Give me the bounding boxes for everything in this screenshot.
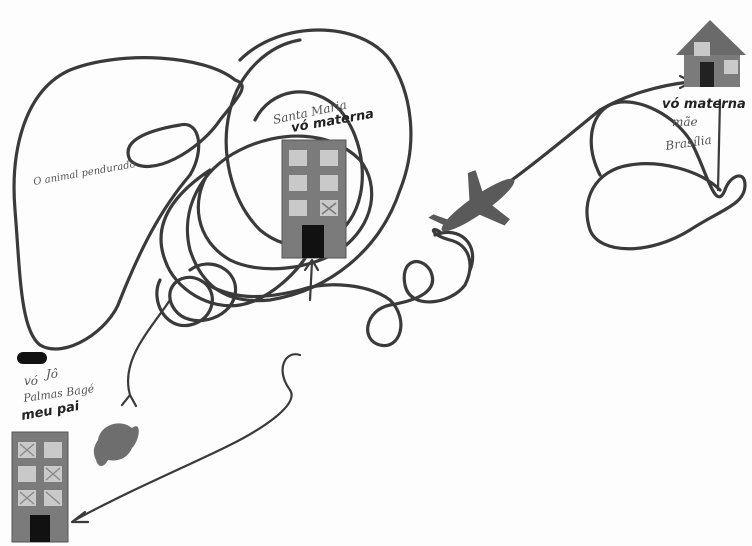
loop-note-text: O animal pendurado <box>33 159 137 188</box>
window <box>320 150 338 166</box>
airplane-icon <box>420 154 532 259</box>
right-loop-line <box>587 102 745 249</box>
window <box>289 200 307 216</box>
apartment-building-icon <box>282 140 346 258</box>
big-loop-line <box>14 58 242 349</box>
dark-mark <box>17 352 47 364</box>
left-name-1-text: vó <box>24 374 38 388</box>
window <box>44 442 62 458</box>
window <box>694 42 710 56</box>
door <box>700 62 714 87</box>
house-vertical-line <box>718 100 720 190</box>
right-place-text: Brasília <box>663 133 712 153</box>
right-name-text: vó materna <box>662 97 746 112</box>
door <box>30 515 50 542</box>
right-relation-text: mãe <box>672 115 698 129</box>
animal-icon <box>94 423 139 466</box>
left-name-2-text: Jô <box>43 367 58 381</box>
door <box>302 225 324 258</box>
arrow-to-center-building <box>305 260 318 300</box>
roof <box>676 20 746 55</box>
window <box>289 150 307 166</box>
window <box>289 175 307 191</box>
window <box>320 175 338 191</box>
apartment-building-icon <box>12 432 68 542</box>
arrow-head-animal <box>122 395 136 406</box>
window <box>724 60 738 74</box>
house-icon <box>676 20 746 87</box>
window <box>18 466 36 482</box>
